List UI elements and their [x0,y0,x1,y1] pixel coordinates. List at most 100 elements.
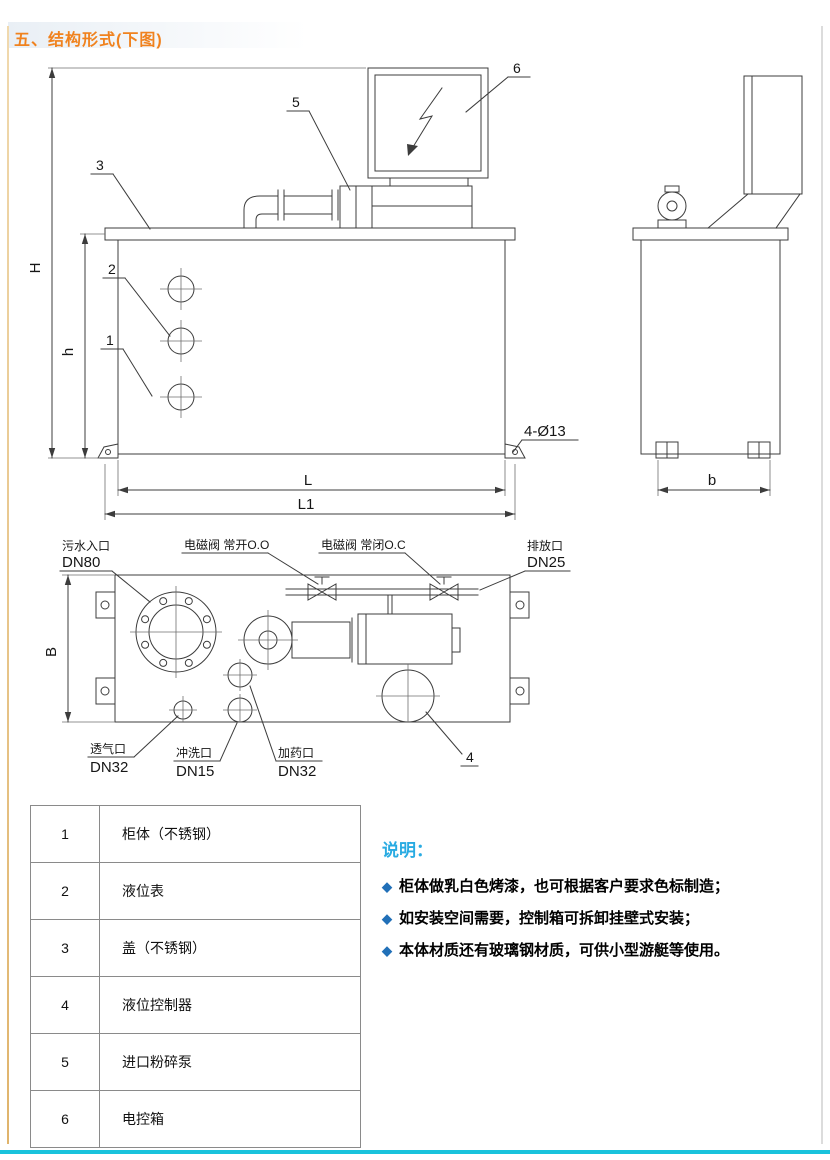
top-piping [285,576,479,615]
side-control-box [707,75,803,229]
note-text: 柜体做乳白色烤漆，也可根据客户要求色标制造； [399,878,730,895]
drain-label: 排放口 DN25 [479,538,571,591]
flush-label: 冲洗口 DN15 [173,722,238,780]
part-number: 6 [30,1090,100,1148]
top-outline [114,574,511,723]
table-row: 5 进口粉碎泵 [30,1033,361,1091]
front-feet [97,443,526,459]
table-row: 2 液位表 [30,862,361,920]
technical-drawing: H h L L1 4-Ø13 3 [27,60,803,780]
table-row: 3 盖（不锈钢） [30,919,361,977]
valve-nc-label: 电磁阀 常闭O.C [318,537,441,585]
dimension-H: H [27,67,366,459]
drain-text: 排放口 [527,538,563,553]
vent-dn-text: DN32 [90,759,128,776]
dimension-h: h [60,233,105,459]
callout-5-number: 5 [292,94,300,110]
diamond-bullet-icon: ◆ [382,879,392,894]
part-name: 液位表 [99,862,361,920]
dim-L-label: L [304,472,312,489]
notes-heading: 说明： [382,841,433,860]
side-view [632,75,803,459]
callout-4-number: 4 [466,749,474,765]
tank-lid [104,227,516,241]
vent-text: 透气口 [90,741,126,756]
dosing-dn-text: DN32 [278,763,316,780]
callout-1-number: 1 [106,332,114,348]
side-pump [657,185,687,229]
part-name: 进口粉碎泵 [99,1033,361,1091]
part-number: 2 [30,862,100,920]
right-border-line [821,26,823,1144]
dosing-port [223,659,257,691]
vent-port [169,696,197,722]
callout-6: 6 [465,60,531,113]
part-number: 4 [30,976,100,1034]
callout-4: 4 [425,711,479,767]
note-item: ◆ 本体材质还有玻璃钢材质，可供小型游艇等使用。 [382,937,790,965]
front-view [97,67,526,459]
table-row: 1 柜体（不锈钢） [30,805,361,863]
top-brackets [95,591,530,705]
dim-B-label: B [43,647,60,657]
inlet-text: 污水入口 [62,539,110,553]
part-number: 1 [30,805,100,863]
page-title: 五、结构形式(下图) [14,32,163,49]
dimension-L1: L1 [104,464,516,520]
part-name: 电控箱 [99,1090,361,1148]
flush-text: 冲洗口 [176,745,212,760]
note-text: 本体材质还有玻璃钢材质，可供小型游艇等使用。 [399,941,730,959]
flush-port [223,694,257,723]
valve-no-label: 电磁阀 常开O.O [181,537,319,585]
side-body [640,239,781,455]
top-view [95,574,530,723]
table-row: 4 液位控制器 [30,976,361,1034]
flush-dn-text: DN15 [176,763,214,780]
dim-b-label: b [708,472,716,489]
level-controller-port [376,664,440,723]
dimension-b: b [657,460,771,496]
pump-assembly [243,185,473,229]
notes-panel: 说明： ◆ 柜体做乳白色烤漆，也可根据客户要求色标制造； ◆ 如安装空间需要，控… [382,836,790,968]
dim-h-label: h [60,348,77,356]
lightning-arrowhead [407,144,418,156]
callout-3: 3 [90,157,151,230]
part-name: 柜体（不锈钢） [99,805,361,863]
part-number: 5 [30,1033,100,1091]
diamond-bullet-icon: ◆ [382,942,392,958]
side-lid [632,227,789,241]
lightning-icon [409,87,443,153]
valve-nc-text: 电磁阀 常闭O.C [321,537,406,552]
dimension-L: L [117,460,506,496]
callout-6-number: 6 [513,60,521,76]
callout-1: 1 [100,332,153,397]
note-item: ◆ 如安装空间需要，控制箱可拆卸挂壁式安装； [382,905,790,933]
valve-no-text: 电磁阀 常开O.O [184,537,269,552]
callout-3-number: 3 [96,157,104,173]
foot-holes-label: 4-Ø13 [512,423,579,453]
note-item: ◆ 柜体做乳白色烤漆，也可根据客户要求色标制造； [382,873,790,901]
dosing-label: 加药口 DN32 [249,685,323,780]
bottom-border-line [0,1150,830,1154]
foot-holes-text: 4-Ø13 [524,423,566,440]
diamond-bullet-icon: ◆ [382,910,392,926]
part-name: 液位控制器 [99,976,361,1034]
table-row: 6 电控箱 [30,1090,361,1148]
left-border-line [7,26,9,1144]
inlet-dn-text: DN80 [62,554,100,571]
side-feet [655,441,771,459]
dosing-text: 加药口 [278,746,314,760]
title-band [8,22,308,48]
callout-5: 5 [286,94,351,191]
part-number: 3 [30,919,100,977]
note-text: 如安装空间需要，控制箱可拆卸挂壁式安装； [399,909,700,927]
drain-dn-text: DN25 [527,554,565,571]
parts-table: 1 柜体（不锈钢） 2 液位表 3 盖（不锈钢） 4 液位控制器 5 进口粉碎泵… [30,805,361,1148]
dim-H-label: H [27,263,44,274]
tank-body [117,239,506,455]
dimension-B: B [43,574,115,723]
part-name: 盖（不锈钢） [99,919,361,977]
control-box [367,67,489,187]
level-gauges [160,268,202,418]
